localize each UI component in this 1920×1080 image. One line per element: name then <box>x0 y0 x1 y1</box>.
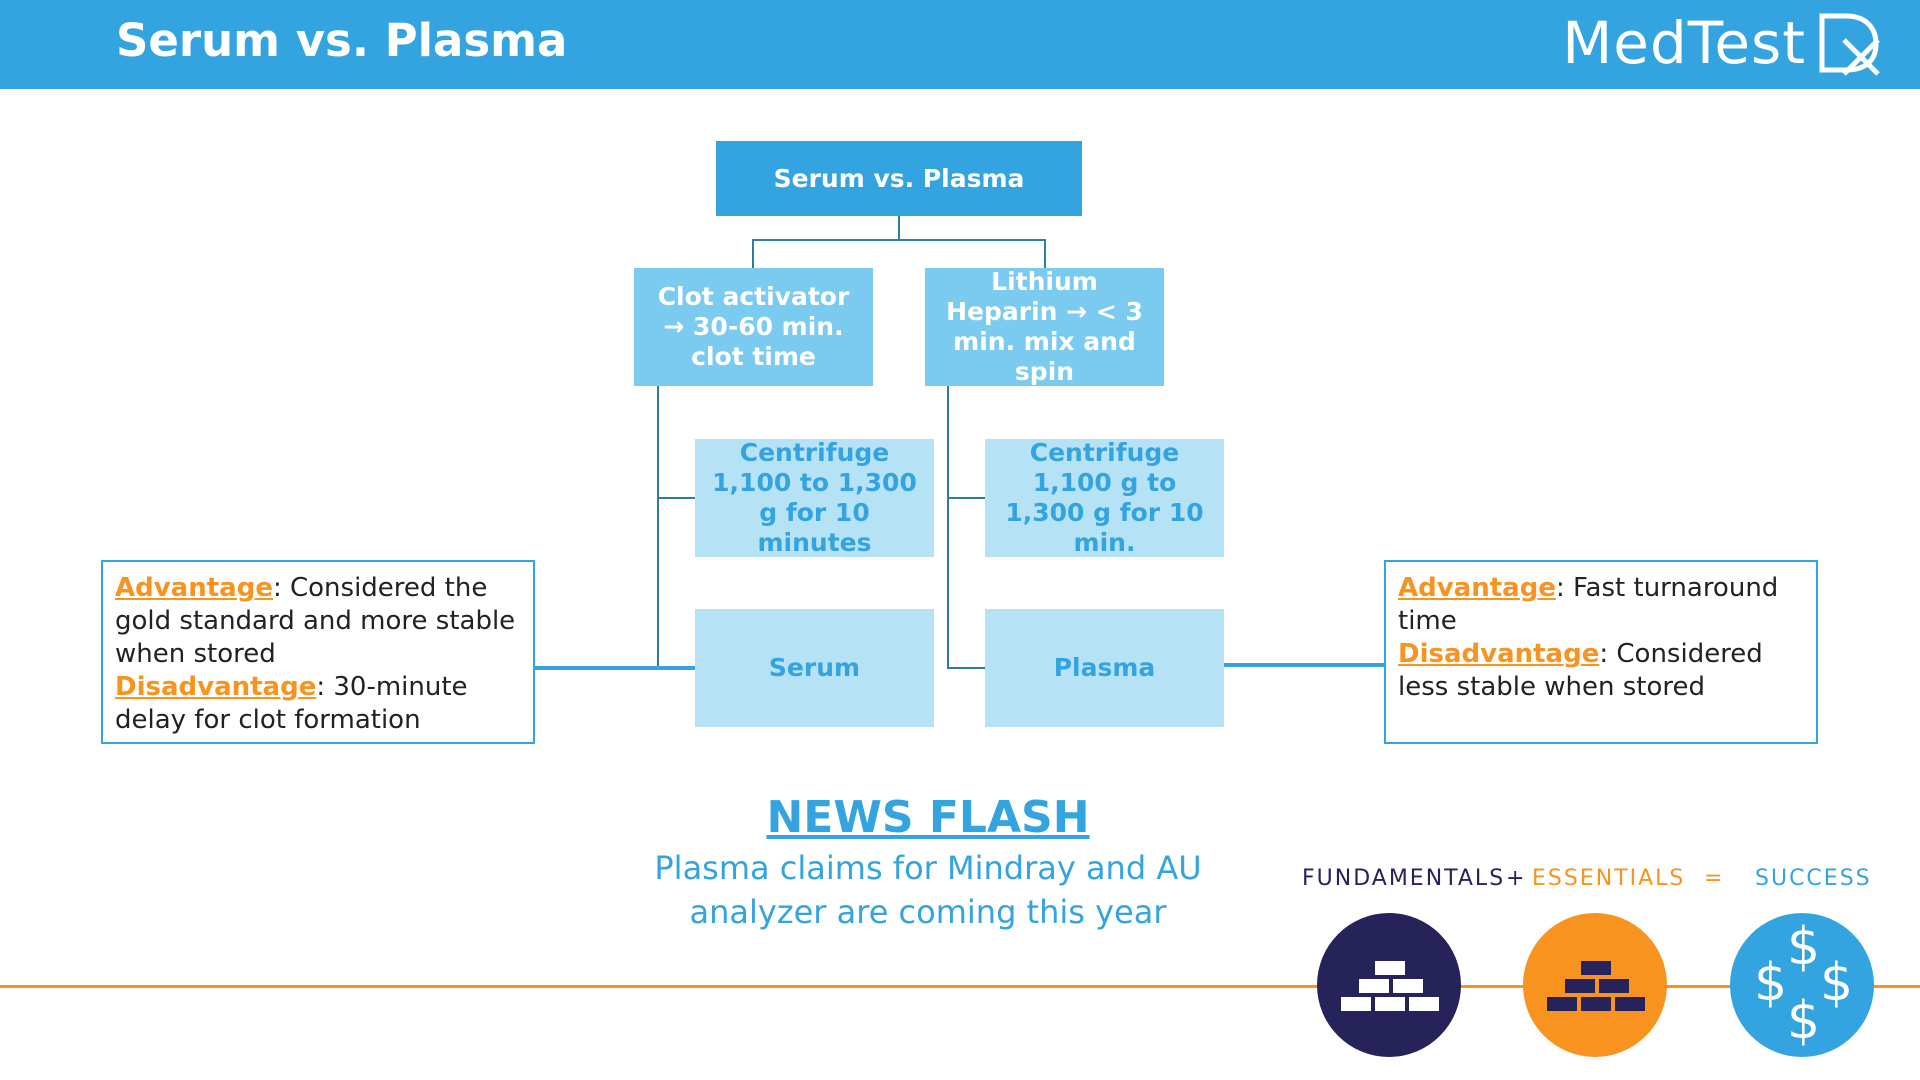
plasma-advantage-text: : Fast turnaround time <box>1398 573 1779 636</box>
serum-disadvantage-text: : 30-minute delay for clot formation <box>115 672 468 735</box>
serum-advantage-label: Advantage <box>115 573 273 603</box>
serum-centrifuge-node: Centrifuge 1,100 to 1,300 g for 10 minut… <box>695 438 934 557</box>
plasma-advantage-label: Advantage <box>1398 573 1556 603</box>
serum-advantage-text: : Considered the gold standard and more … <box>115 573 516 669</box>
connector-root-down <box>898 216 900 240</box>
news-flash-text: Plasma claims for Mindray and AU analyze… <box>654 849 1202 931</box>
plasma-notes-box: Advantage: Fast turnaround time Disadvan… <box>1384 560 1818 744</box>
connector-serum-spine <box>657 386 659 668</box>
root-node: Serum vs. Plasma <box>716 141 1082 216</box>
connector-plasma-notes <box>1224 663 1385 667</box>
dollar-sign-top: $ <box>1787 917 1821 977</box>
essentials-label: ESSENTIALS <box>1532 866 1686 891</box>
connector-plasma-centrifuge <box>947 497 985 499</box>
serum-notes-box: Advantage: Considered the gold standard … <box>101 560 535 744</box>
plasma-centrifuge-node: Centrifuge 1,100 g to 1,300 g for 10 min… <box>985 438 1224 557</box>
news-flash-title: NEWS FLASH <box>766 792 1090 843</box>
connector-right-drop <box>1044 239 1046 268</box>
connector-plasma-result <box>947 667 985 669</box>
connector-plasma-spine <box>947 386 949 668</box>
dx-mark-icon <box>1819 13 1880 76</box>
plasma-result-node: Plasma <box>985 609 1224 727</box>
lithium-heparin-node: Lithium Heparin → < 3 min. mix and spin <box>925 267 1164 386</box>
dollar-sign-bottom: $ <box>1787 991 1821 1051</box>
medtest-dx-logo: MedTest <box>1562 8 1886 78</box>
serum-result-node: Serum <box>695 609 934 727</box>
serum-disadvantage-label: Disadvantage <box>115 672 317 702</box>
success-circle: $ $ $ $ <box>1730 913 1874 1057</box>
fundamentals-circle <box>1317 913 1461 1057</box>
plasma-disadvantage-label: Disadvantage <box>1398 639 1600 669</box>
bricks-icon <box>1341 961 1439 1011</box>
success-label: SUCCESS <box>1755 866 1872 891</box>
slide-title: Serum vs. Plasma <box>116 14 568 67</box>
connector-left-drop <box>752 239 754 268</box>
connector-serum-notes <box>534 666 695 670</box>
clot-activator-node: Clot activator → 30-60 min. clot time <box>634 268 873 386</box>
plus-sign: + <box>1506 866 1527 891</box>
dollar-sign-left: $ <box>1754 953 1788 1013</box>
fundamentals-label: FUNDAMENTALS <box>1302 866 1506 891</box>
orange-divider-line <box>0 985 1920 988</box>
equals-sign: = <box>1704 866 1725 891</box>
pyramid-bricks-icon <box>1547 961 1645 1011</box>
logo-text: MedTest <box>1562 9 1806 77</box>
essentials-circle <box>1523 913 1667 1057</box>
header-bar: Serum vs. Plasma MedTest <box>0 0 1920 89</box>
dollar-sign-right: $ <box>1820 953 1854 1013</box>
connector-serum-centrifuge <box>657 497 695 499</box>
connector-horizontal-top <box>752 239 1046 241</box>
plasma-disadvantage-text: : Considered less stable when stored <box>1398 639 1763 702</box>
